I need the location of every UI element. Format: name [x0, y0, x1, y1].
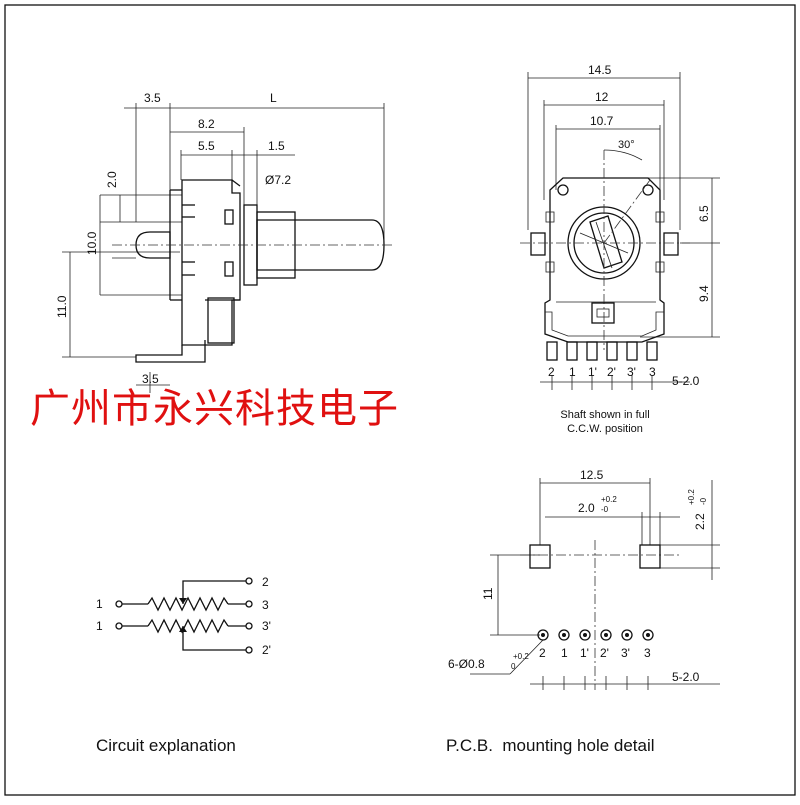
border-frame — [4, 4, 796, 796]
shaft-note-line1: Shaft shown in full — [560, 409, 649, 421]
circuit-label-right: 2 — [262, 575, 269, 589]
dim-10.7: 10.7 — [590, 114, 614, 128]
circuit-caption: Circuit explanation — [96, 736, 236, 755]
dim-angle-30: 30° — [618, 139, 635, 151]
dim-12.5: 12.5 — [580, 468, 604, 482]
front-pin-label: 2 — [548, 365, 555, 379]
dim-holes-tol2: 0 — [511, 662, 516, 671]
pcb-pin-label: 1 — [561, 646, 568, 660]
front-pin-label: 1 — [569, 365, 576, 379]
circuit-label-right: 2' — [262, 643, 271, 657]
pcb-pin-label: 2 — [539, 646, 546, 660]
dim-5-2.0-front: 5-2.0 — [672, 374, 700, 388]
front-pin-label: 2' — [607, 365, 616, 379]
dim-12: 12 — [595, 90, 609, 104]
circuit-label-right: 3 — [262, 598, 269, 612]
front-body — [544, 177, 665, 343]
dim-9.4: 9.4 — [697, 285, 711, 302]
mount-hole-right — [639, 544, 661, 569]
front-view: 14.5 12 10.7 30° 6.5 9.4 5-2.0 2 1 1' 2'… — [520, 63, 720, 435]
pcb-pin-label: 3 — [644, 646, 651, 660]
circuit-label-left: 1 — [96, 597, 103, 611]
dim-2.0: 2.0 — [105, 171, 119, 188]
dim-hole-width: 2.0 — [578, 501, 595, 515]
side-view: 3.5 L 8.2 5.5 1.5 Ø7.2 2.0 10.0 11.0 3.5 — [55, 91, 395, 393]
front-pin-label: 1' — [588, 365, 597, 379]
dim-10.0: 10.0 — [85, 231, 99, 255]
shaft-slot — [589, 215, 623, 269]
front-pins — [546, 341, 658, 361]
front-pin-label: 3' — [627, 365, 636, 379]
dim-8.2: 8.2 — [198, 117, 215, 131]
dim-hole-height-tol2: -0 — [699, 497, 708, 505]
dim-6-holes: 6-Ø0.8 — [448, 657, 485, 671]
dim-L: L — [270, 91, 277, 105]
circuit-label-right: 3' — [262, 619, 271, 633]
dim-11: 11 — [481, 587, 495, 600]
mount-hole-left — [529, 544, 551, 569]
pcb-pin-label: 3' — [621, 646, 630, 660]
pcb-pin-holes — [537, 629, 654, 641]
dim-5.5: 5.5 — [198, 139, 215, 153]
pcb-pin-label: 1' — [580, 646, 589, 660]
dim-14.5: 14.5 — [588, 63, 612, 77]
dim-hole-height-tol: +0.2 — [687, 489, 696, 505]
dim-11.0: 11.0 — [55, 295, 69, 318]
circuit-diagram: 1 1 2 3 3' 2' Circuit explanation — [96, 575, 271, 755]
dim-1.5: 1.5 — [268, 139, 285, 153]
dim-dia-7.2: Ø7.2 — [265, 173, 291, 187]
dim-hole-height: 2.2 — [693, 513, 707, 530]
dim-5-2.0-pcb: 5-2.0 — [672, 670, 700, 684]
front-pin-label: 3 — [649, 365, 656, 379]
dim-holes-tol: +0.2 — [513, 652, 529, 661]
pcb-pin-label: 2' — [600, 646, 609, 660]
dim-3.5-bottom: 3.5 — [142, 372, 159, 386]
resistor-top — [147, 596, 229, 612]
pcb-caption: P.C.B. mounting hole detail — [446, 736, 655, 755]
resistor-bottom — [147, 618, 229, 634]
watermark-text: 广州市永兴科技电子 — [30, 386, 399, 432]
dim-hole-width-tol2: -0 — [601, 505, 609, 514]
dim-3.5-top: 3.5 — [144, 91, 161, 105]
circuit-label-left: 1 — [96, 619, 103, 633]
dim-hole-width-tol: +0.2 — [601, 495, 617, 504]
shaft-note-line2: C.C.W. position — [567, 423, 643, 435]
pcb-hole-detail: 12.5 2.0 +0.2 -0 2.2 +0.2 -0 11 6-Ø0.8 +… — [446, 468, 720, 755]
dim-6.5: 6.5 — [697, 205, 711, 222]
